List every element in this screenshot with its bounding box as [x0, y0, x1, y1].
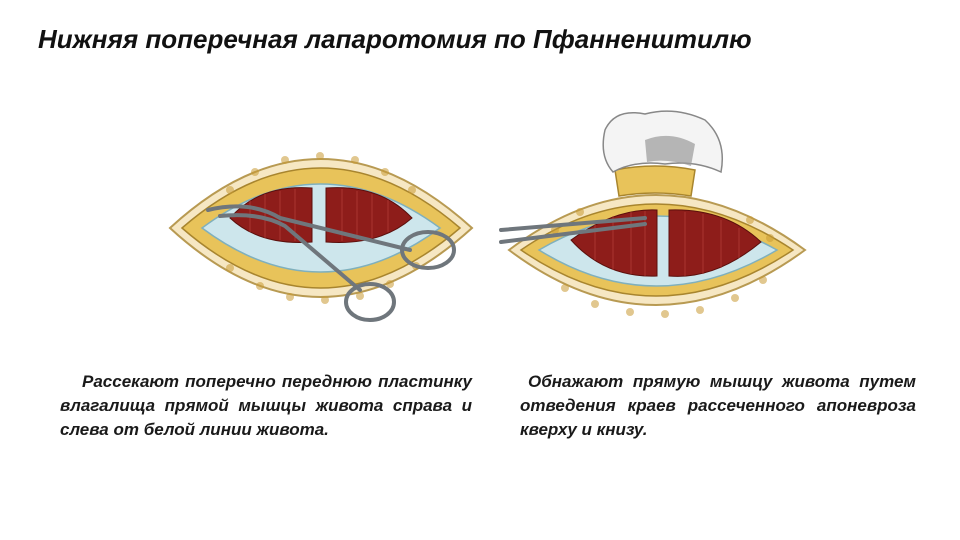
right-caption: Обнажают прямую мышцу живота путем отвед…: [520, 372, 916, 439]
right-muscle-fibers: [594, 211, 740, 276]
glove-shadow: [645, 135, 695, 166]
left-muscle-fibers: [249, 189, 389, 241]
left-caption: Рассекают поперечно переднюю пластинку в…: [60, 372, 472, 439]
left-muscle-right: [325, 187, 413, 243]
forceps-icon: [499, 216, 647, 244]
slide-title: Нижняя поперечная лапаротомия по Пфаннен…: [38, 24, 752, 54]
right-fat-texture: [551, 208, 774, 318]
right-muscle-right: [668, 209, 762, 277]
right-illustration: [499, 110, 807, 318]
scissors-icon: [206, 204, 456, 322]
right-aponeurosis-flap: [614, 165, 696, 197]
left-illustration: [168, 152, 474, 322]
left-fat-texture: [226, 152, 420, 304]
